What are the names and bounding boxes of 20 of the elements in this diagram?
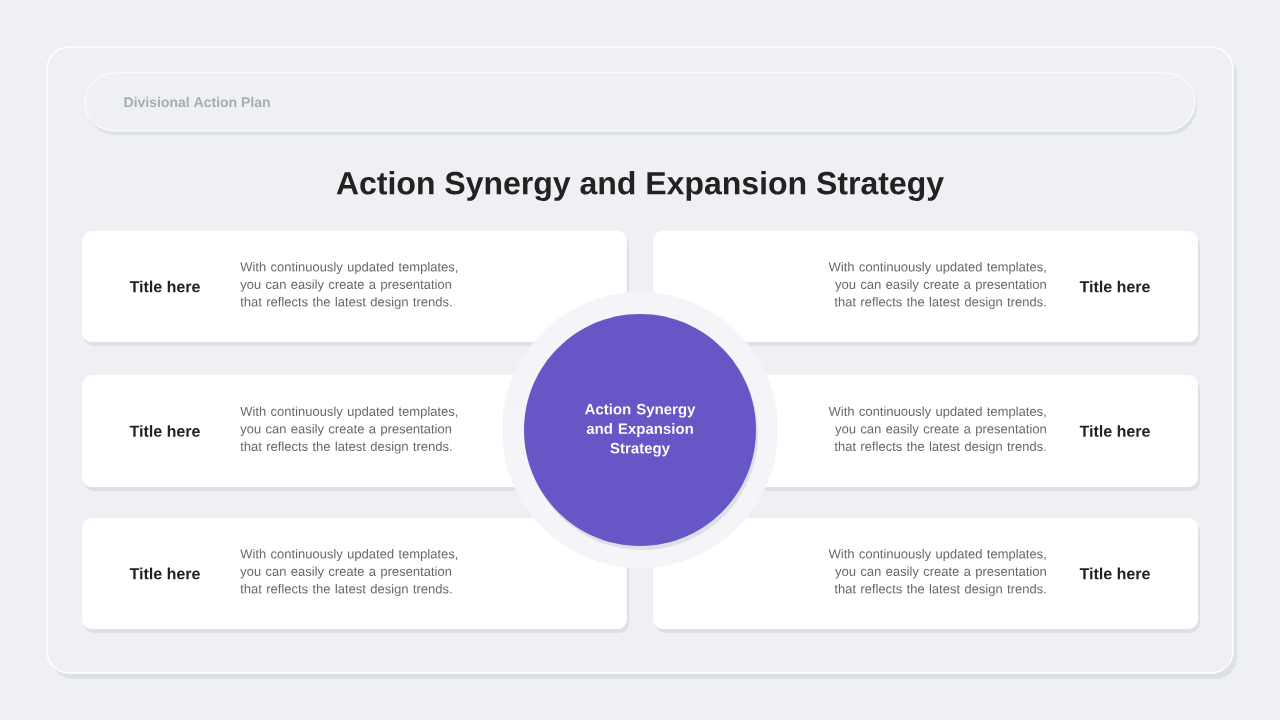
card-title: Title here (1079, 425, 1150, 437)
card-title: Title here (129, 280, 200, 293)
card-text: With continuously updated templates, you can easily create a presentation that reflects the latest design trends. (240, 261, 458, 310)
card-text: With continuously updated templates, you can easily create a presentation that reflects the latest design trends. (828, 406, 1046, 454)
card-text: With continuously updated templates, you can easily create a presentation that reflects the latest design trends. (240, 548, 458, 597)
card (762, 375, 1200, 491)
card (653, 518, 1200, 633)
slide-title: Action Synergy and Expansion Strategy (336, 171, 944, 201)
card (653, 231, 1200, 346)
card-title: Title here (1079, 567, 1150, 580)
card-text: With continuously updated templates, you can easily create a presentation that reflects the latest design trends. (240, 406, 458, 454)
card-title: Title here (129, 567, 200, 580)
card-text: With continuously updated templates, you can easily create a presentation that reflects the latest design trends. (828, 548, 1046, 597)
card-title: Title here (1079, 280, 1150, 293)
card (82, 231, 629, 346)
card (82, 375, 518, 491)
card (82, 518, 629, 633)
card-text: With continuously updated templates, you can easily create a presentation that reflects the latest design trends. (828, 261, 1046, 310)
header-bar: Divisional Action Plan (84, 72, 1197, 135)
card-title: Title here (129, 425, 200, 437)
